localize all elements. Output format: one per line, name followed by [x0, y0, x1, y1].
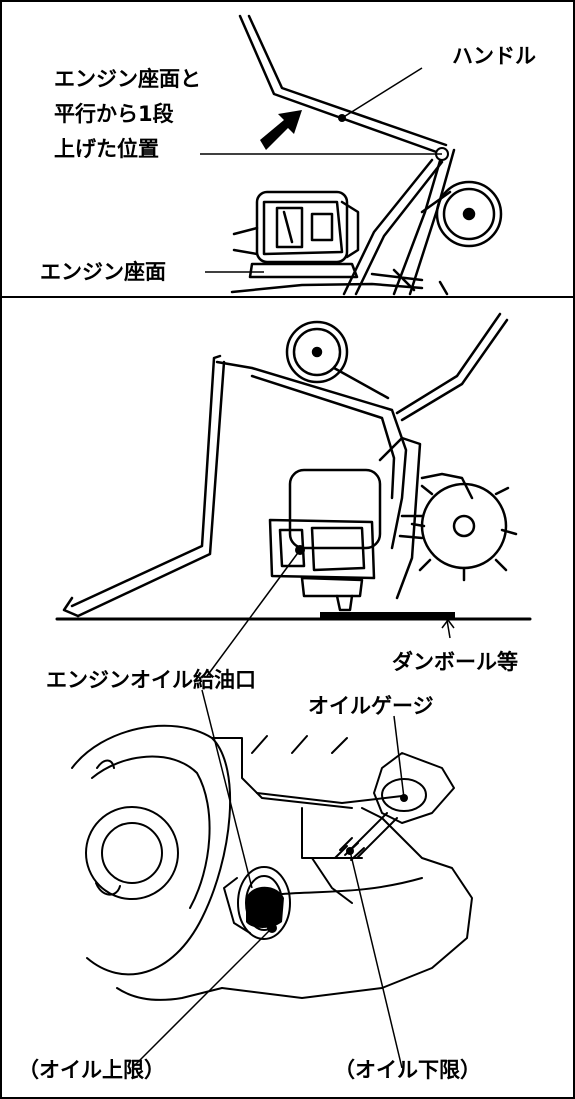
engine-seat-label: エンジン座面: [40, 260, 166, 284]
tilted-handle: [70, 354, 222, 608]
tiller-oil-illustration: [55, 312, 532, 1069]
cardboard-label: ダンボール等: [392, 650, 518, 674]
position-label-line-1: エンジン座面と: [54, 67, 201, 91]
cardboard-pad: [320, 612, 455, 619]
oil-level-fill: [246, 886, 284, 928]
oil-filler-label: エンジンオイル給油口: [46, 668, 256, 692]
oil-filler-cap: [237, 866, 291, 940]
tine-assembly: [420, 482, 508, 570]
oil-gauge-cap: [373, 752, 455, 824]
handle-bar: [238, 14, 444, 156]
oil-upper-limit-label: （オイル上限）: [18, 1058, 165, 1082]
position-label-line-3: 上げた位置: [54, 137, 159, 161]
raise-arrow-icon: [260, 110, 302, 150]
oil-check-panel: ダンボール等 エンジンオイル給油口 オイルゲージ （オイル上限） （オイル下限）: [0, 296, 575, 1099]
handle-adjust-panel: ハンドル エンジン座面と 平行から1段 上げた位置 エンジン座面: [0, 0, 575, 298]
oil-gauge-label: オイルゲージ: [308, 694, 434, 718]
oil-lower-limit-label: （オイル下限）: [334, 1058, 481, 1082]
engine-lower: [288, 468, 382, 550]
position-label-line-2: 平行から1段: [54, 102, 174, 126]
transport-wheel: [435, 180, 503, 248]
handle-label: ハンドル: [452, 44, 536, 68]
tiller-handle-illustration: [200, 14, 503, 296]
transport-wheel-lower: [285, 320, 349, 384]
oil-closeup: [71, 724, 473, 1001]
